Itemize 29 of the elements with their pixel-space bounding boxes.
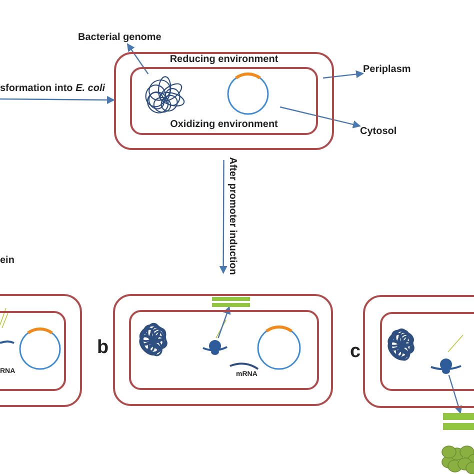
cell-inner-membrane <box>130 67 318 135</box>
panel-letter: b <box>97 338 109 358</box>
cell-outer-membrane <box>363 295 474 408</box>
protein-bar <box>443 413 474 430</box>
ribosome-drawing <box>430 356 462 375</box>
arrow <box>126 43 149 74</box>
protein-bar <box>212 297 250 307</box>
cell-outer-membrane <box>114 52 334 150</box>
arrow <box>322 70 364 79</box>
arrow <box>448 374 462 414</box>
panel-letter: c <box>350 342 361 362</box>
callout-label: Cytosol <box>360 125 397 138</box>
edge-label: After promoter induction <box>226 157 238 275</box>
cell-outer-membrane <box>0 294 82 407</box>
text-label: ein <box>0 255 14 267</box>
edge-label: sformation into E. coli <box>0 83 106 95</box>
cell-inner-membrane <box>380 312 474 391</box>
region-label: Oxidizing environment <box>169 119 279 131</box>
ribosome-drawing <box>202 338 228 356</box>
cell-inner-membrane <box>129 310 319 390</box>
callout-label: Periplasm <box>363 63 411 76</box>
arrow <box>0 96 115 104</box>
arrow <box>219 160 228 274</box>
region-label: Reducing environment <box>168 54 280 66</box>
arrow <box>218 306 231 338</box>
cell-outer-membrane <box>113 294 333 406</box>
arrow <box>280 106 361 128</box>
cell-inner-membrane <box>0 311 66 391</box>
callout-label: Bacterial genome <box>78 31 162 44</box>
